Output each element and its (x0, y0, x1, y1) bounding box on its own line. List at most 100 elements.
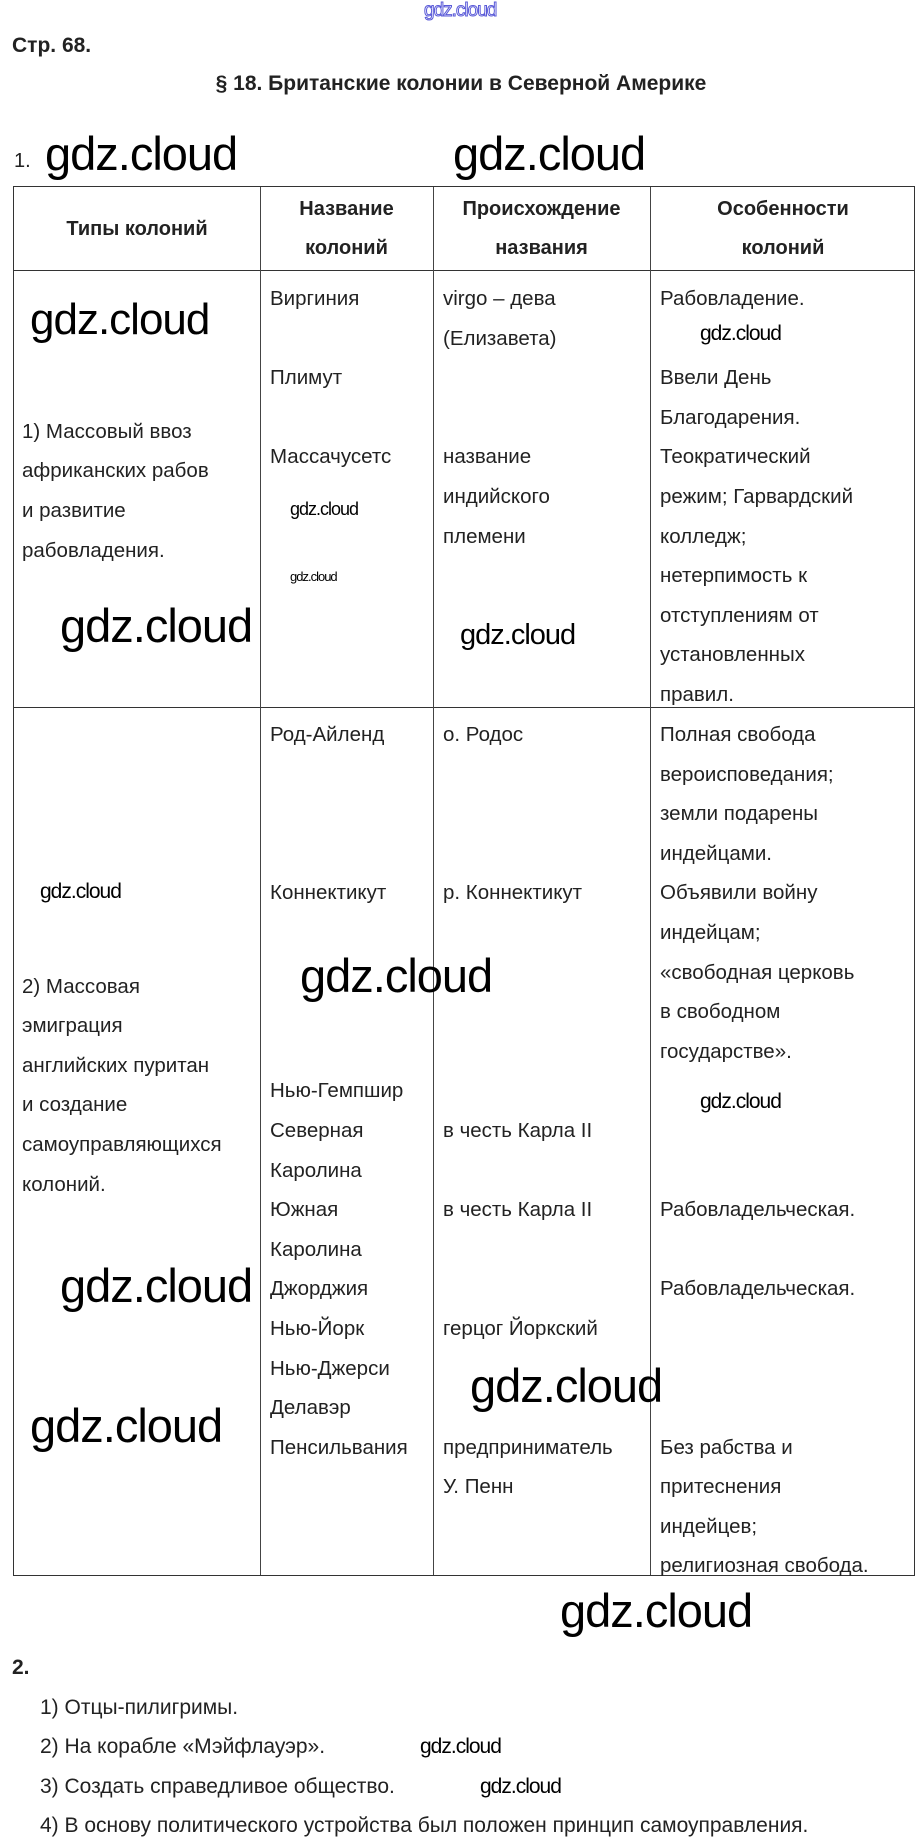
cell-line: притеснения (660, 1475, 782, 1499)
cell-line (270, 794, 408, 834)
cell-line: самоуправляющихся (22, 1132, 222, 1156)
cell-line (270, 913, 408, 953)
row-divider (14, 707, 914, 708)
watermark-logo: gdz.cloud (290, 569, 338, 584)
header-text: Типы колоний (66, 217, 208, 240)
cell-line: эмиграция (22, 1014, 123, 1038)
cell-line: Род-Айленд (270, 723, 385, 746)
cell-line: правил. (660, 682, 734, 706)
cell-line: вероисповедания; (660, 762, 834, 786)
cell-line: Джорджия (270, 1277, 369, 1301)
watermark-logo: gdz.cloud (453, 127, 646, 180)
cell-line (22, 769, 222, 809)
column-divider (260, 187, 261, 1575)
header-text: колоний (305, 237, 388, 259)
cell-line: английских пуритан (22, 1053, 210, 1077)
cell-line: и развитие (22, 498, 126, 522)
cell-line: У. Пенн (443, 1475, 514, 1499)
cell-line: Полная свобода (660, 723, 816, 746)
cell-line: (Елизавета) (443, 326, 557, 350)
watermark-logo: gdz.cloud (480, 1775, 562, 1798)
column-divider (433, 187, 434, 1575)
cell-line: Теократический (660, 445, 811, 469)
cell-line (660, 1151, 869, 1191)
header-text: названия (495, 237, 588, 259)
cell-line (660, 1309, 869, 1349)
watermark-logo: gdz.cloud (300, 949, 493, 1002)
cell-line: африканских рабов (22, 459, 209, 483)
cell-line: колледж; (660, 524, 747, 548)
cell-line (443, 794, 613, 834)
column-divider (650, 187, 651, 1575)
cell-line: virgo – дева (443, 287, 556, 310)
cell-line: индийского (443, 484, 550, 508)
watermark-logo: gdz.cloud (560, 1584, 753, 1637)
cell-line: индейцев; (660, 1514, 758, 1538)
cell-line (270, 834, 408, 874)
cell-line (443, 755, 613, 795)
cell-line (270, 398, 391, 438)
cell-line (22, 927, 222, 967)
cell-line (443, 1269, 613, 1309)
header-text: колоний (741, 237, 825, 259)
cell-line: Южная (270, 1198, 339, 1222)
cell-line: режим; Гарвардский (660, 484, 854, 508)
page-number: Стр. 68. (12, 34, 92, 57)
cell-line (22, 808, 222, 848)
cell-line: Нью-Гемпшир (270, 1079, 404, 1103)
cell-line: название (443, 445, 532, 469)
cell-line (270, 319, 391, 359)
cell-line: Плимут (270, 366, 343, 390)
cell-line: Пенсильвания (270, 1435, 408, 1459)
cell-line: индейцами. (660, 841, 772, 865)
table-header-cell: Типы колоний (14, 187, 260, 271)
cell-line (443, 834, 613, 874)
cell-line: и создание (22, 1093, 128, 1117)
cell-line (443, 1230, 613, 1270)
cell-line: религиозная свобода. (660, 1554, 869, 1578)
cell-line: о. Родос (443, 723, 524, 746)
task-1-label: 1. (14, 150, 31, 172)
cell-line (22, 372, 209, 412)
cell-line: нетерпимость к (660, 564, 808, 588)
cell-line: отступлениям от (660, 603, 819, 627)
table-header-cell: Происхождение названия (433, 187, 650, 271)
header-divider (14, 270, 914, 271)
watermark-logo: gdz.cloud (30, 1399, 223, 1452)
answer-item: 4) В основу политического устройства был… (40, 1814, 809, 1837)
watermark-logo: gdz.cloud (700, 322, 782, 345)
cell-line: герцог Йоркский (443, 1316, 598, 1340)
cell-line: Коннектикут (270, 881, 387, 905)
cell-line: колоний. (22, 1172, 106, 1196)
cell-line: Без рабства и (660, 1435, 793, 1459)
cell-line: племени (443, 524, 526, 548)
cell-line: Ввели День (660, 366, 772, 390)
header-text: Происхождение (462, 198, 621, 220)
answer-item: 3) Создать справедливое общество. (40, 1775, 395, 1798)
cell-line (270, 1032, 408, 1072)
answer-item: 1) Отцы-пилигримы. (40, 1696, 239, 1719)
cell-line: Каролина (270, 1158, 362, 1182)
cell-line: Северная (270, 1118, 364, 1142)
cell-line (22, 729, 222, 769)
watermark-logo: gdz.cloud (460, 619, 576, 651)
cell-line: рабовладения. (22, 538, 165, 562)
cell-line (660, 1349, 869, 1389)
cell-line (270, 755, 408, 795)
cell-line: «свободная церковь (660, 960, 855, 984)
header-text: Особенности (717, 198, 849, 220)
cell-line: Виргиния (270, 287, 360, 310)
cell-line: в честь Карла II (443, 1198, 593, 1222)
cell-line (443, 1151, 613, 1191)
cell-line: индейцам; (660, 920, 761, 944)
cell-line (443, 1032, 613, 1072)
cell-line: в честь Карла II (443, 1118, 593, 1142)
watermark-logo: gdz.cloud (420, 1735, 502, 1758)
